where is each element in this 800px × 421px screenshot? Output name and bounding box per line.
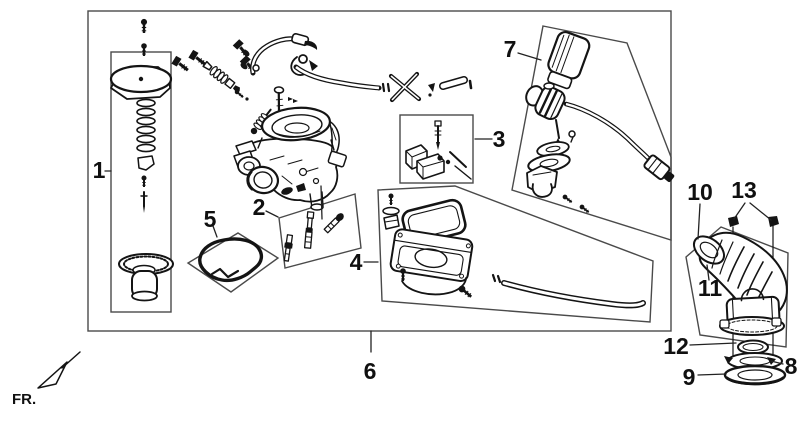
leader-line-13a	[733, 202, 746, 220]
group-box-7	[511, 25, 672, 241]
group-box-10	[685, 226, 789, 348]
nut-right	[768, 216, 779, 227]
leader-line-11	[706, 264, 710, 281]
part-float-set	[405, 120, 472, 180]
jet-location-line	[320, 185, 323, 220]
leader-line-8	[770, 360, 784, 365]
part-top-hardware	[169, 37, 260, 101]
part-auto-bystarter	[525, 31, 675, 216]
part-carburetor-body	[233, 86, 348, 220]
leader-line-10	[697, 203, 701, 240]
fr-arrow-icon	[37, 361, 68, 389]
group-box-2	[278, 193, 362, 269]
group-box-4	[377, 185, 654, 323]
front-direction-indicator: FR.	[12, 351, 81, 408]
callout-1: 1	[93, 157, 106, 183]
callout-3: 3	[493, 126, 506, 152]
frame-boxes	[87, 10, 789, 348]
callout-13: 13	[731, 177, 757, 203]
leader-line-2	[265, 210, 279, 218]
leader-line-13b	[749, 202, 772, 221]
fr-label: FR.	[12, 391, 36, 408]
callout-10: 10	[687, 179, 713, 205]
callouts: 1 2 3 4 5 6 7 8 9 10 11 12 13	[93, 36, 798, 390]
group-box-5	[186, 232, 280, 293]
callout-4: 4	[350, 249, 363, 275]
part-jet-set	[283, 211, 344, 262]
callout-11: 11	[698, 275, 723, 301]
group-box-3	[399, 114, 474, 184]
part-pipe-clip	[388, 71, 473, 103]
leader-line-9	[697, 373, 727, 376]
part-bowl-gasket	[198, 237, 264, 283]
callout-2: 2	[253, 194, 266, 220]
nut-left	[728, 216, 739, 227]
callout-8: 8	[785, 353, 798, 379]
part-diaphragm-set	[109, 17, 174, 302]
leader-line-5	[212, 225, 218, 238]
callout-6: 6	[364, 358, 377, 384]
callout-7: 7	[504, 36, 517, 62]
bystarter-wire	[563, 101, 651, 161]
part-float-chamber	[382, 192, 646, 309]
callout-9: 9	[683, 364, 696, 390]
drain-hose	[501, 280, 646, 309]
callout-5: 5	[204, 206, 217, 232]
bolt-tip-left	[724, 356, 733, 364]
part-fuel-hose	[293, 64, 391, 93]
part-cable-bracket	[240, 32, 318, 76]
leader-line-7	[517, 52, 542, 61]
leader-line-12	[689, 342, 737, 346]
callout-12: 12	[663, 333, 689, 359]
group-box-1	[110, 51, 172, 313]
part-intake-duct-assembly	[692, 216, 788, 386]
